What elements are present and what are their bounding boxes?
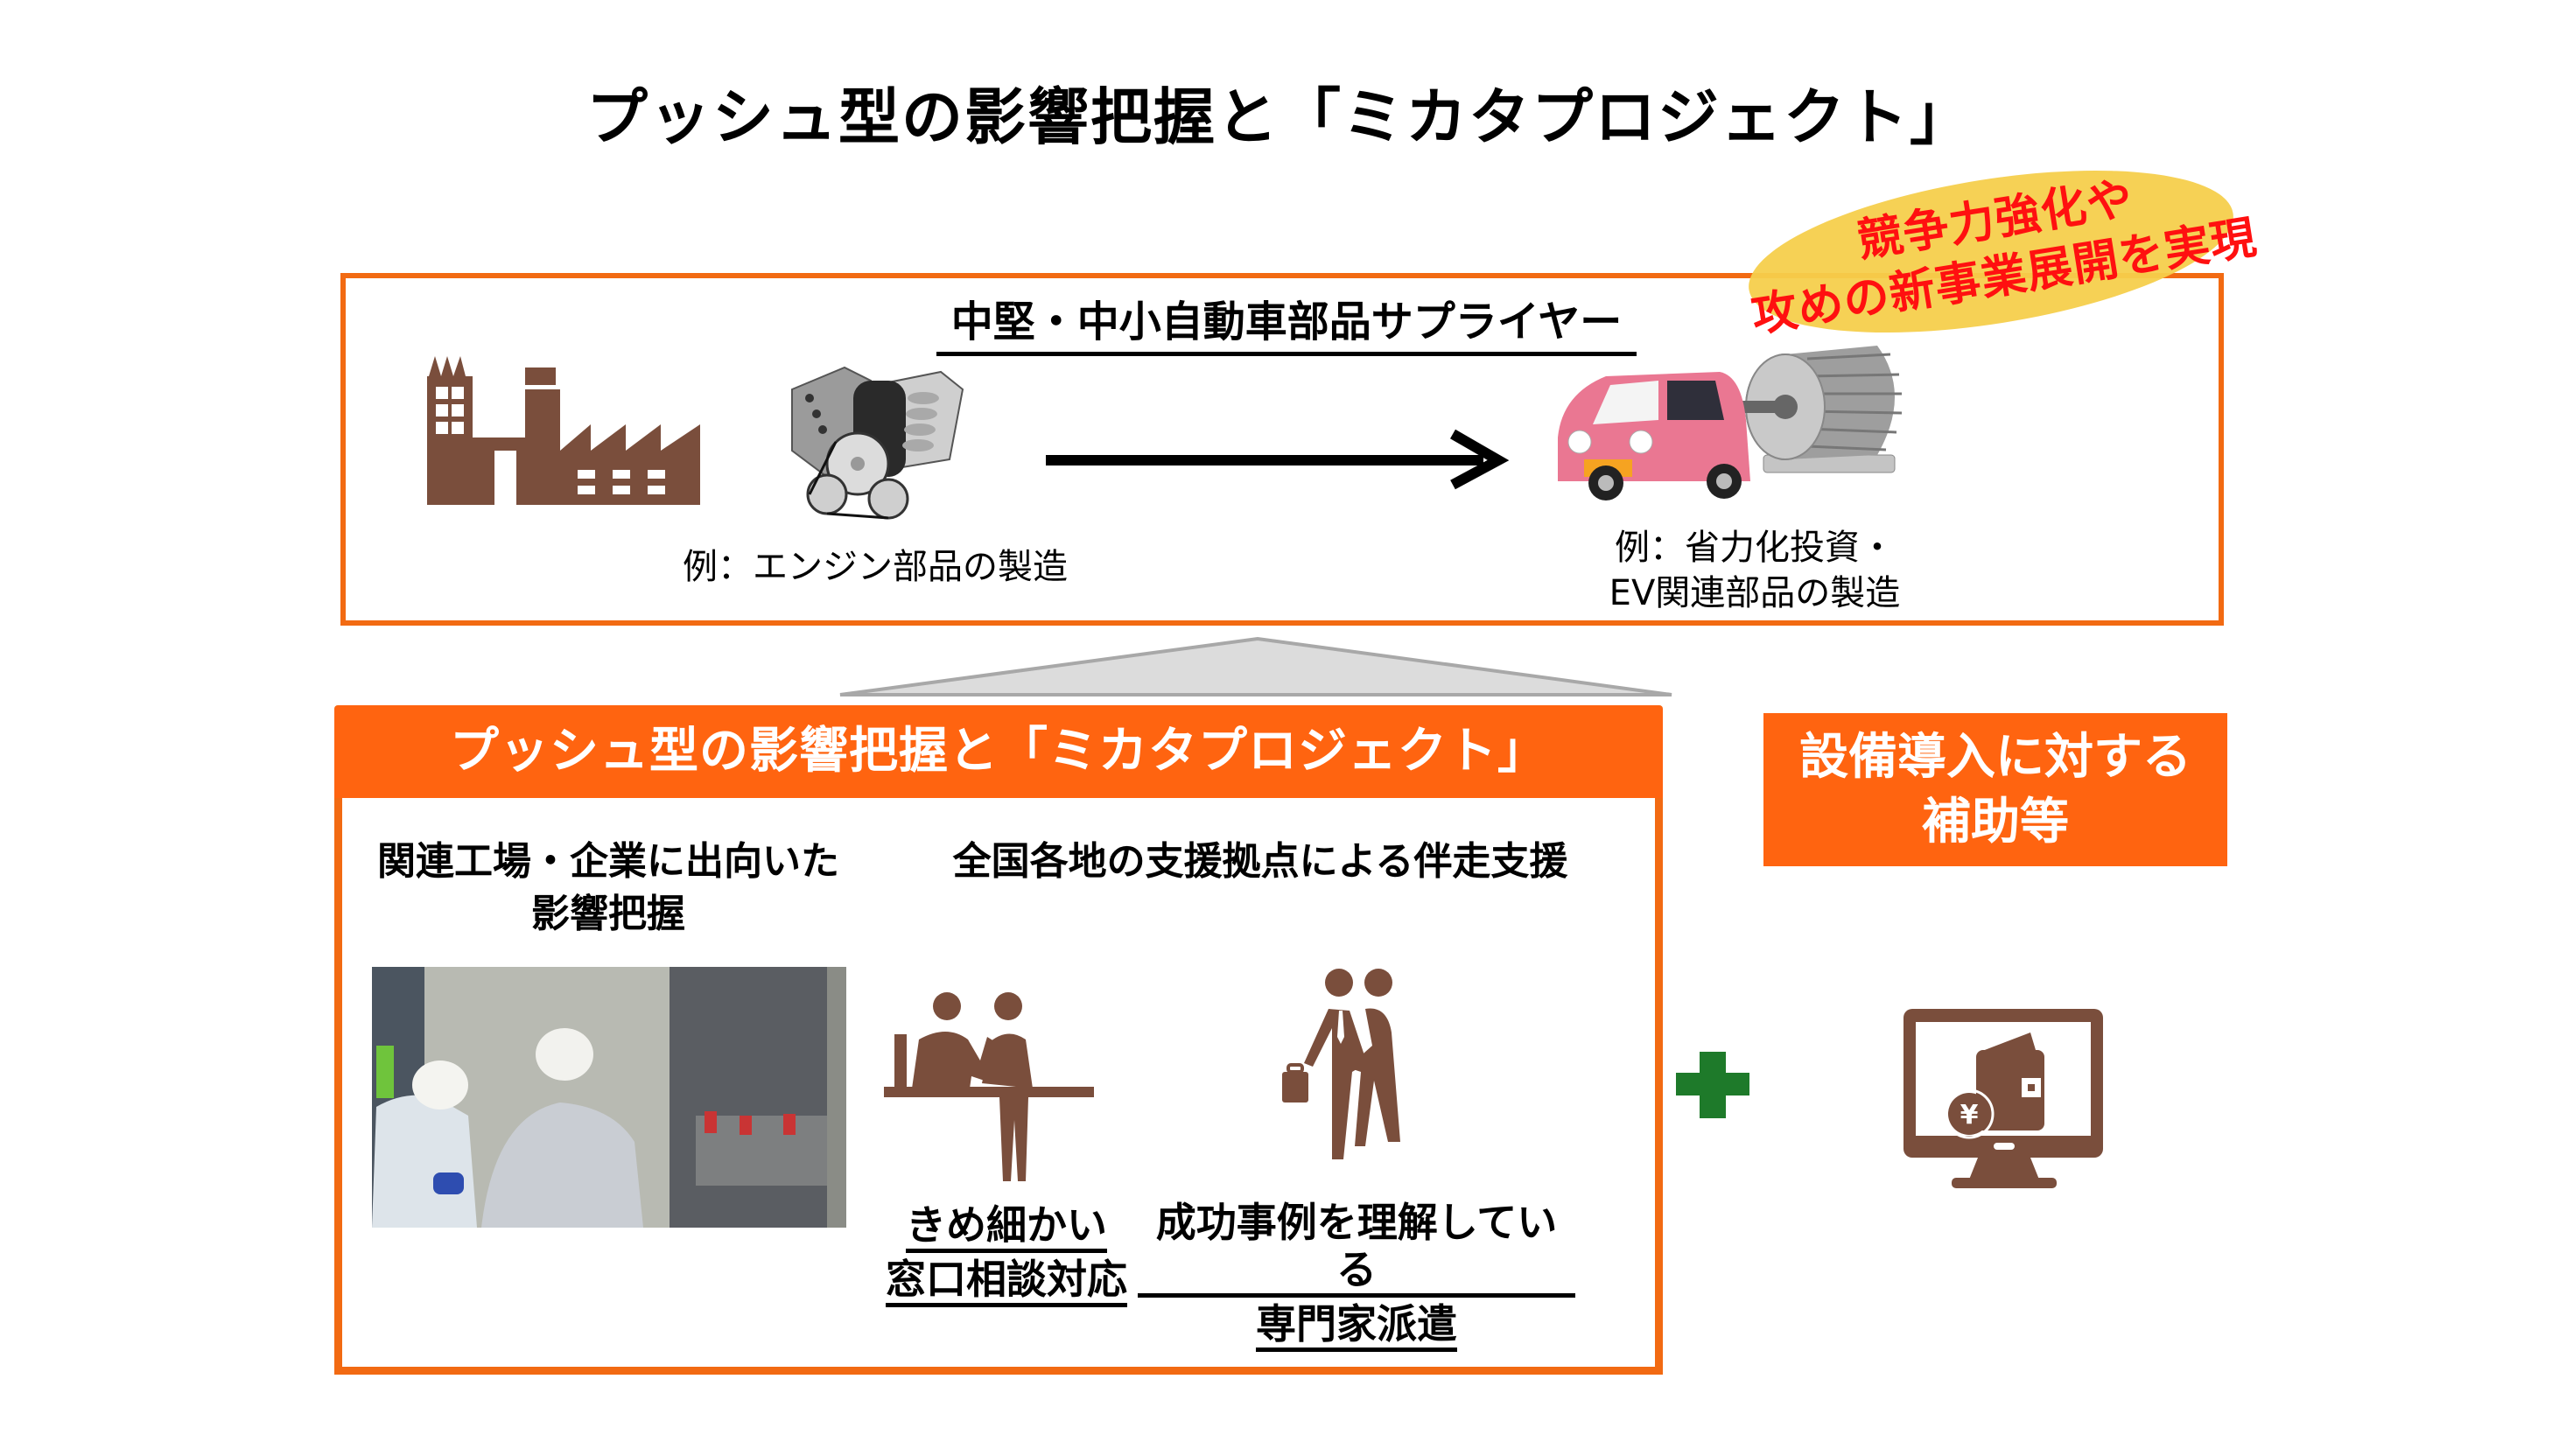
car-icon bbox=[1558, 372, 1750, 500]
supplier-box bbox=[340, 273, 2224, 626]
subsidy-line-2: 補助等 bbox=[1922, 793, 2069, 850]
impact-heading-line-1: 関連工場・企業に出向いた bbox=[377, 839, 839, 884]
svg-text:¥: ¥ bbox=[1960, 1100, 1979, 1130]
factory-visit-photo bbox=[372, 967, 846, 1228]
factory-icon bbox=[427, 356, 700, 505]
after-caption-line-1: 例：省力化投資・ bbox=[1615, 528, 1895, 568]
subsidy-line-1: 設備導入に対する bbox=[1799, 728, 2191, 786]
project-header: プッシュ型の影響把握と「ミカタプロジェクト」 bbox=[334, 705, 1663, 798]
motor-icon bbox=[1742, 346, 1903, 473]
expert-dispatch-label-line-2: 専門家派遣 bbox=[1256, 1300, 1457, 1352]
support-heading: 全国各地の支援拠点による伴走支援 bbox=[952, 839, 1568, 884]
ev-car-motor-icon bbox=[1558, 346, 1903, 500]
after-caption: 例：省力化投資・ EV関連部品の製造 bbox=[1549, 525, 1960, 616]
monitor-wallet-yen-icon: ¥ bbox=[1903, 1009, 2103, 1188]
connector-triangle bbox=[839, 636, 1672, 696]
consultation-label-line-2: 窓口相談対応 bbox=[886, 1256, 1127, 1307]
impact-heading: 関連工場・企業に出向いた 影響把握 bbox=[363, 836, 853, 941]
transition-arrow-icon bbox=[1046, 429, 1510, 490]
consultation-label-line-1: きめ細かい bbox=[906, 1201, 1107, 1253]
project-box bbox=[334, 705, 1663, 1375]
engine-icon bbox=[791, 366, 964, 520]
handshake-icon bbox=[1282, 969, 1400, 1159]
subsidy-box: 設備導入に対する 補助等 bbox=[1763, 713, 2227, 866]
after-caption-line-2: EV関連部品の製造 bbox=[1609, 573, 1901, 613]
consultation-label: きめ細かい 窓口相談対応 bbox=[862, 1199, 1151, 1307]
expert-dispatch-label: 成功事例を理解している 専門家派遣 bbox=[1138, 1199, 1575, 1352]
reception-desk-icon bbox=[884, 992, 1094, 1181]
supplier-heading: 中堅・中小自動車部品サプライヤー bbox=[936, 287, 1637, 356]
page-title: プッシュ型の影響把握と「ミカタプロジェクト」 bbox=[586, 81, 1973, 153]
impact-heading-line-2: 影響把握 bbox=[531, 892, 685, 936]
before-caption: 例：エンジン部品の製造 bbox=[683, 547, 1068, 587]
plus-icon bbox=[1676, 1052, 1749, 1118]
expert-dispatch-label-line-1: 成功事例を理解している bbox=[1138, 1199, 1575, 1298]
